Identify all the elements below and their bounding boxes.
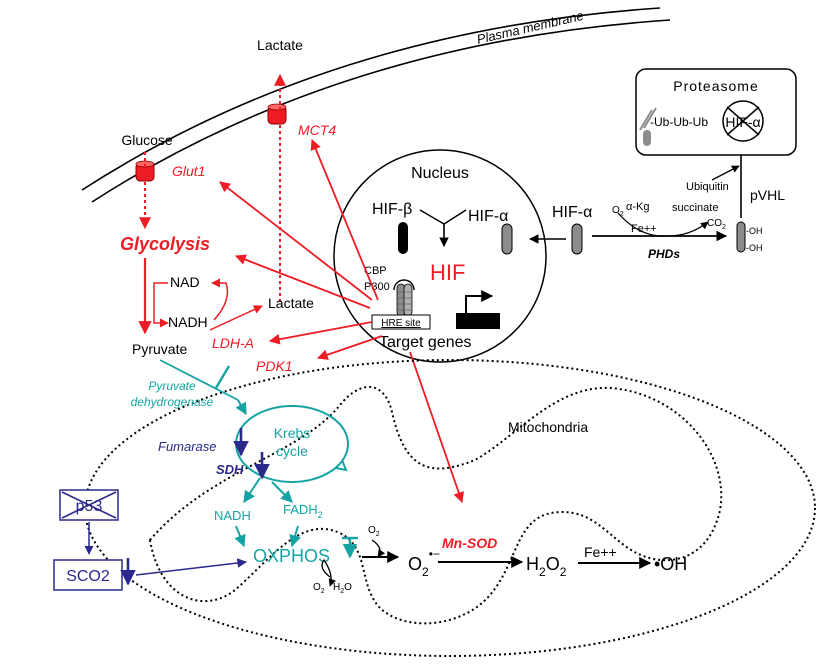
ubiquitin-arrow [711, 165, 740, 181]
lactate-mid-label: Lactate [268, 295, 314, 311]
target-gene-block [456, 313, 500, 329]
h2o2-label: H2O2 [526, 554, 567, 579]
phd-cosubstrate-curve [617, 212, 709, 237]
fe-phd-label: Fe++ [631, 223, 657, 235]
fadh2-label: FADH2 [283, 502, 323, 520]
co2-phd-label: CO2 [707, 218, 726, 231]
ubiquitin-marks [639, 107, 657, 146]
mitochondria-cristae [148, 386, 723, 625]
phds-label: PHDs [648, 247, 680, 261]
sdh-label: SDH [216, 462, 244, 477]
pyruvate-label: Pyruvate [132, 341, 187, 357]
plasma-membrane-label: Plasma membrane [475, 8, 585, 47]
p300-label: P300 [364, 281, 390, 293]
oh1-label: -OH [746, 226, 763, 236]
o2-phd-label: O2 [612, 205, 624, 218]
glucose-label: Glucose [121, 132, 173, 148]
pyruvate-to-lactate-arrow [209, 305, 263, 331]
p53-cross-2 [61, 491, 117, 519]
hif-alpha-cyto-label: HIF-α [552, 204, 592, 221]
oxphos-label: OXPHOS [253, 546, 330, 566]
nad-label: NAD [170, 274, 200, 290]
fadh2-to-oxphos-arrow [289, 525, 301, 548]
mct4-transporter [267, 103, 287, 125]
pdh-label-line2: dehydrogenase [131, 395, 214, 409]
oh2-label: -OH [746, 243, 763, 253]
cbp-p300-coactivator [393, 279, 415, 317]
hre-site-label: HRE site [381, 318, 421, 329]
pdk1-label: PDK1 [256, 358, 293, 374]
hydroxylated-hif-alpha [736, 221, 746, 253]
pdk1-inhibition-bar [214, 365, 231, 389]
glycolysis-label: Glycolysis [120, 234, 210, 254]
fumarase-label: Fumarase [158, 439, 217, 454]
nadh-nad-cycle [211, 278, 229, 321]
krebs-label-line1: Krebs [274, 425, 311, 441]
fe-bottom-label: Fe++ [584, 544, 617, 560]
sco2-to-oxphos-arrow [135, 558, 247, 576]
ldh-a-label: LDH-A [212, 335, 254, 351]
nucleus-membrane [333, 149, 547, 363]
krebs-to-fadh2-arrow [271, 481, 293, 503]
mn-sod-label: Mn-SOD [442, 535, 497, 551]
nadh-mito-label: NADH [214, 508, 251, 523]
nucleus-label: Nucleus [411, 165, 469, 182]
hydroxyl-label: •OH [654, 554, 687, 574]
mct4-label: MCT4 [298, 122, 336, 138]
pdk1-inhibition-line [159, 359, 239, 401]
cbp-label: CBP [364, 265, 387, 277]
proteasome-label: Proteasome [673, 78, 758, 94]
lactate-top-label: Lactate [257, 37, 303, 53]
pvhl-label: pVHL [750, 187, 785, 203]
hif-alpha-nucleus-label: HIF-α [468, 208, 508, 225]
superoxide-label: O2•− [408, 547, 440, 579]
krebs-cycle-arrowhead [335, 459, 348, 472]
ubiquitin-label: Ubiquitin [686, 181, 729, 193]
h2o-bottom-label: H2O [333, 582, 352, 595]
o2-bottom-label: O2 [313, 582, 325, 595]
hif-beta-label: HIF-β [372, 201, 412, 218]
proteasome-box [635, 68, 797, 156]
pdh-label-line1: Pyruvate [148, 379, 196, 393]
o2-to-h2o-curve [321, 558, 337, 587]
o2-small-label: O2 [368, 525, 380, 538]
ub-chain-label: -Ub-Ub-Ub [650, 115, 708, 129]
target-gene-arrows [219, 139, 464, 504]
krebs-to-nadh-arrow [243, 477, 261, 503]
mitochondria-label: Mitochondria [508, 419, 588, 435]
glut1-label: Glut1 [172, 163, 205, 179]
hif-alpha-proteasome-label: HIF-α [725, 114, 760, 130]
alpha-kg-label: α-Kg [626, 201, 649, 213]
hif-beta-subunit [398, 222, 408, 254]
plasma-membrane [81, 7, 671, 203]
degradation-cross-2 [726, 106, 760, 136]
succinate-label: succinate [672, 202, 718, 214]
nad-nadh-cycle [153, 282, 169, 328]
pdh-to-krebs-arrow [235, 399, 247, 416]
nadh-cyto-label: NADH [168, 314, 208, 330]
hif-alpha-cyto-subunit [571, 223, 583, 255]
sco2-box [53, 559, 123, 591]
krebs-label-line2: cycle [276, 443, 308, 459]
degradation-circle [722, 100, 764, 142]
o2-to-superoxide-curve [371, 539, 386, 558]
hif-label: HIF [430, 260, 465, 285]
hif-alpha-nucleus-subunit [501, 223, 513, 255]
sco2-label: SCO2 [66, 568, 110, 585]
nadh-to-oxphos-arrow [234, 525, 246, 548]
transcription-start-arrow [465, 290, 494, 313]
target-genes-label: Target genes [379, 334, 472, 351]
